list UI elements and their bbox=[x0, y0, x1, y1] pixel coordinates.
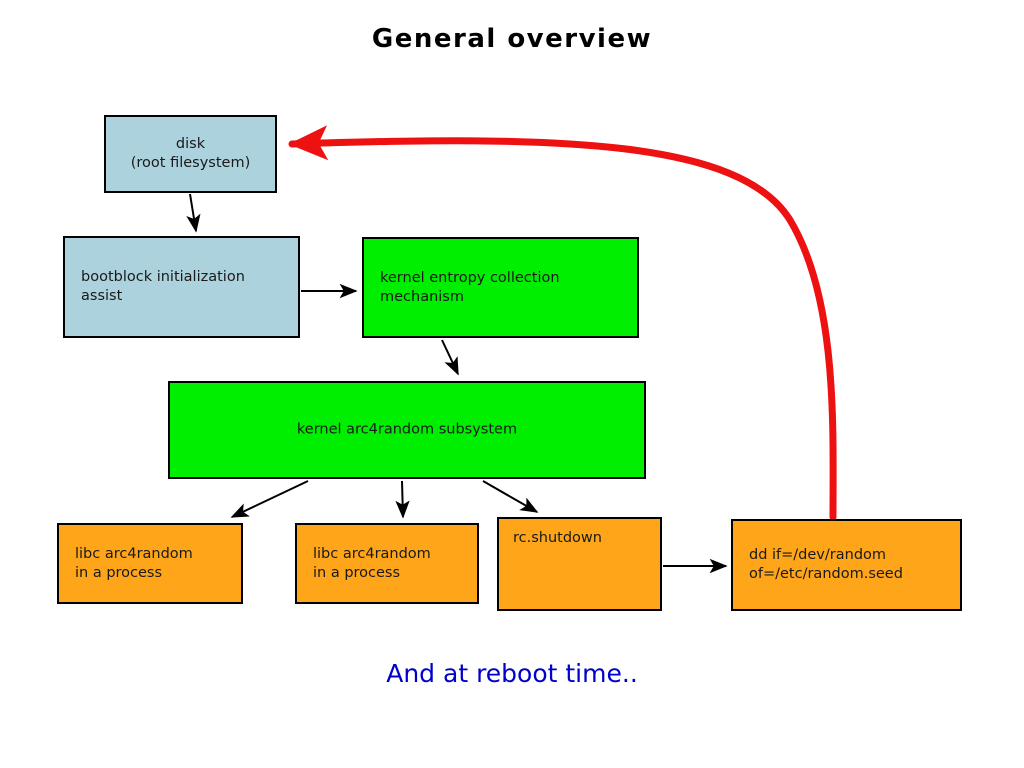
node-rc-shutdown[interactable]: rc.shutdown bbox=[497, 517, 662, 611]
node-libc-arc4random-process-1[interactable]: libc arc4random in a process bbox=[57, 523, 243, 604]
page-title: General overview bbox=[371, 24, 653, 54]
node-bootblock-initialization-assist[interactable]: bootblock initialization assist bbox=[63, 236, 300, 338]
node-libc-2-label: libc arc4random in a process bbox=[313, 545, 431, 581]
edge-kernel-entropy-to-arc4random bbox=[441, 339, 459, 376]
node-bootblock-label: bootblock initialization assist bbox=[81, 268, 245, 304]
edge-arc4random-to-libc-1 bbox=[230, 480, 309, 518]
node-kernel-arc4random-subsystem[interactable]: kernel arc4random subsystem bbox=[168, 381, 646, 479]
node-kernel-entropy-label: kernel entropy collection mechanism bbox=[380, 269, 560, 305]
node-dd-random-seed[interactable]: dd if=/dev/random of=/etc/random.seed bbox=[731, 519, 962, 611]
slide-caption: And at reboot time.. bbox=[386, 659, 638, 688]
edge-disk-to-bootblock bbox=[186, 193, 201, 233]
node-disk-label: disk (root filesystem) bbox=[130, 135, 251, 171]
edge-arc4random-to-libc-2 bbox=[395, 480, 410, 519]
node-dd-label: dd if=/dev/random of=/etc/random.seed bbox=[749, 546, 903, 582]
edge-arc4random-to-rc-shutdown bbox=[482, 480, 539, 513]
node-kernel-entropy-collection-mechanism[interactable]: kernel entropy collection mechanism bbox=[362, 237, 639, 338]
node-libc-1-label: libc arc4random in a process bbox=[75, 545, 193, 581]
node-rc-shutdown-label: rc.shutdown bbox=[513, 530, 602, 546]
node-kernel-arc4random-label: kernel arc4random subsystem bbox=[296, 421, 518, 438]
node-disk[interactable]: disk (root filesystem) bbox=[104, 115, 277, 193]
node-libc-arc4random-process-2[interactable]: libc arc4random in a process bbox=[295, 523, 479, 604]
